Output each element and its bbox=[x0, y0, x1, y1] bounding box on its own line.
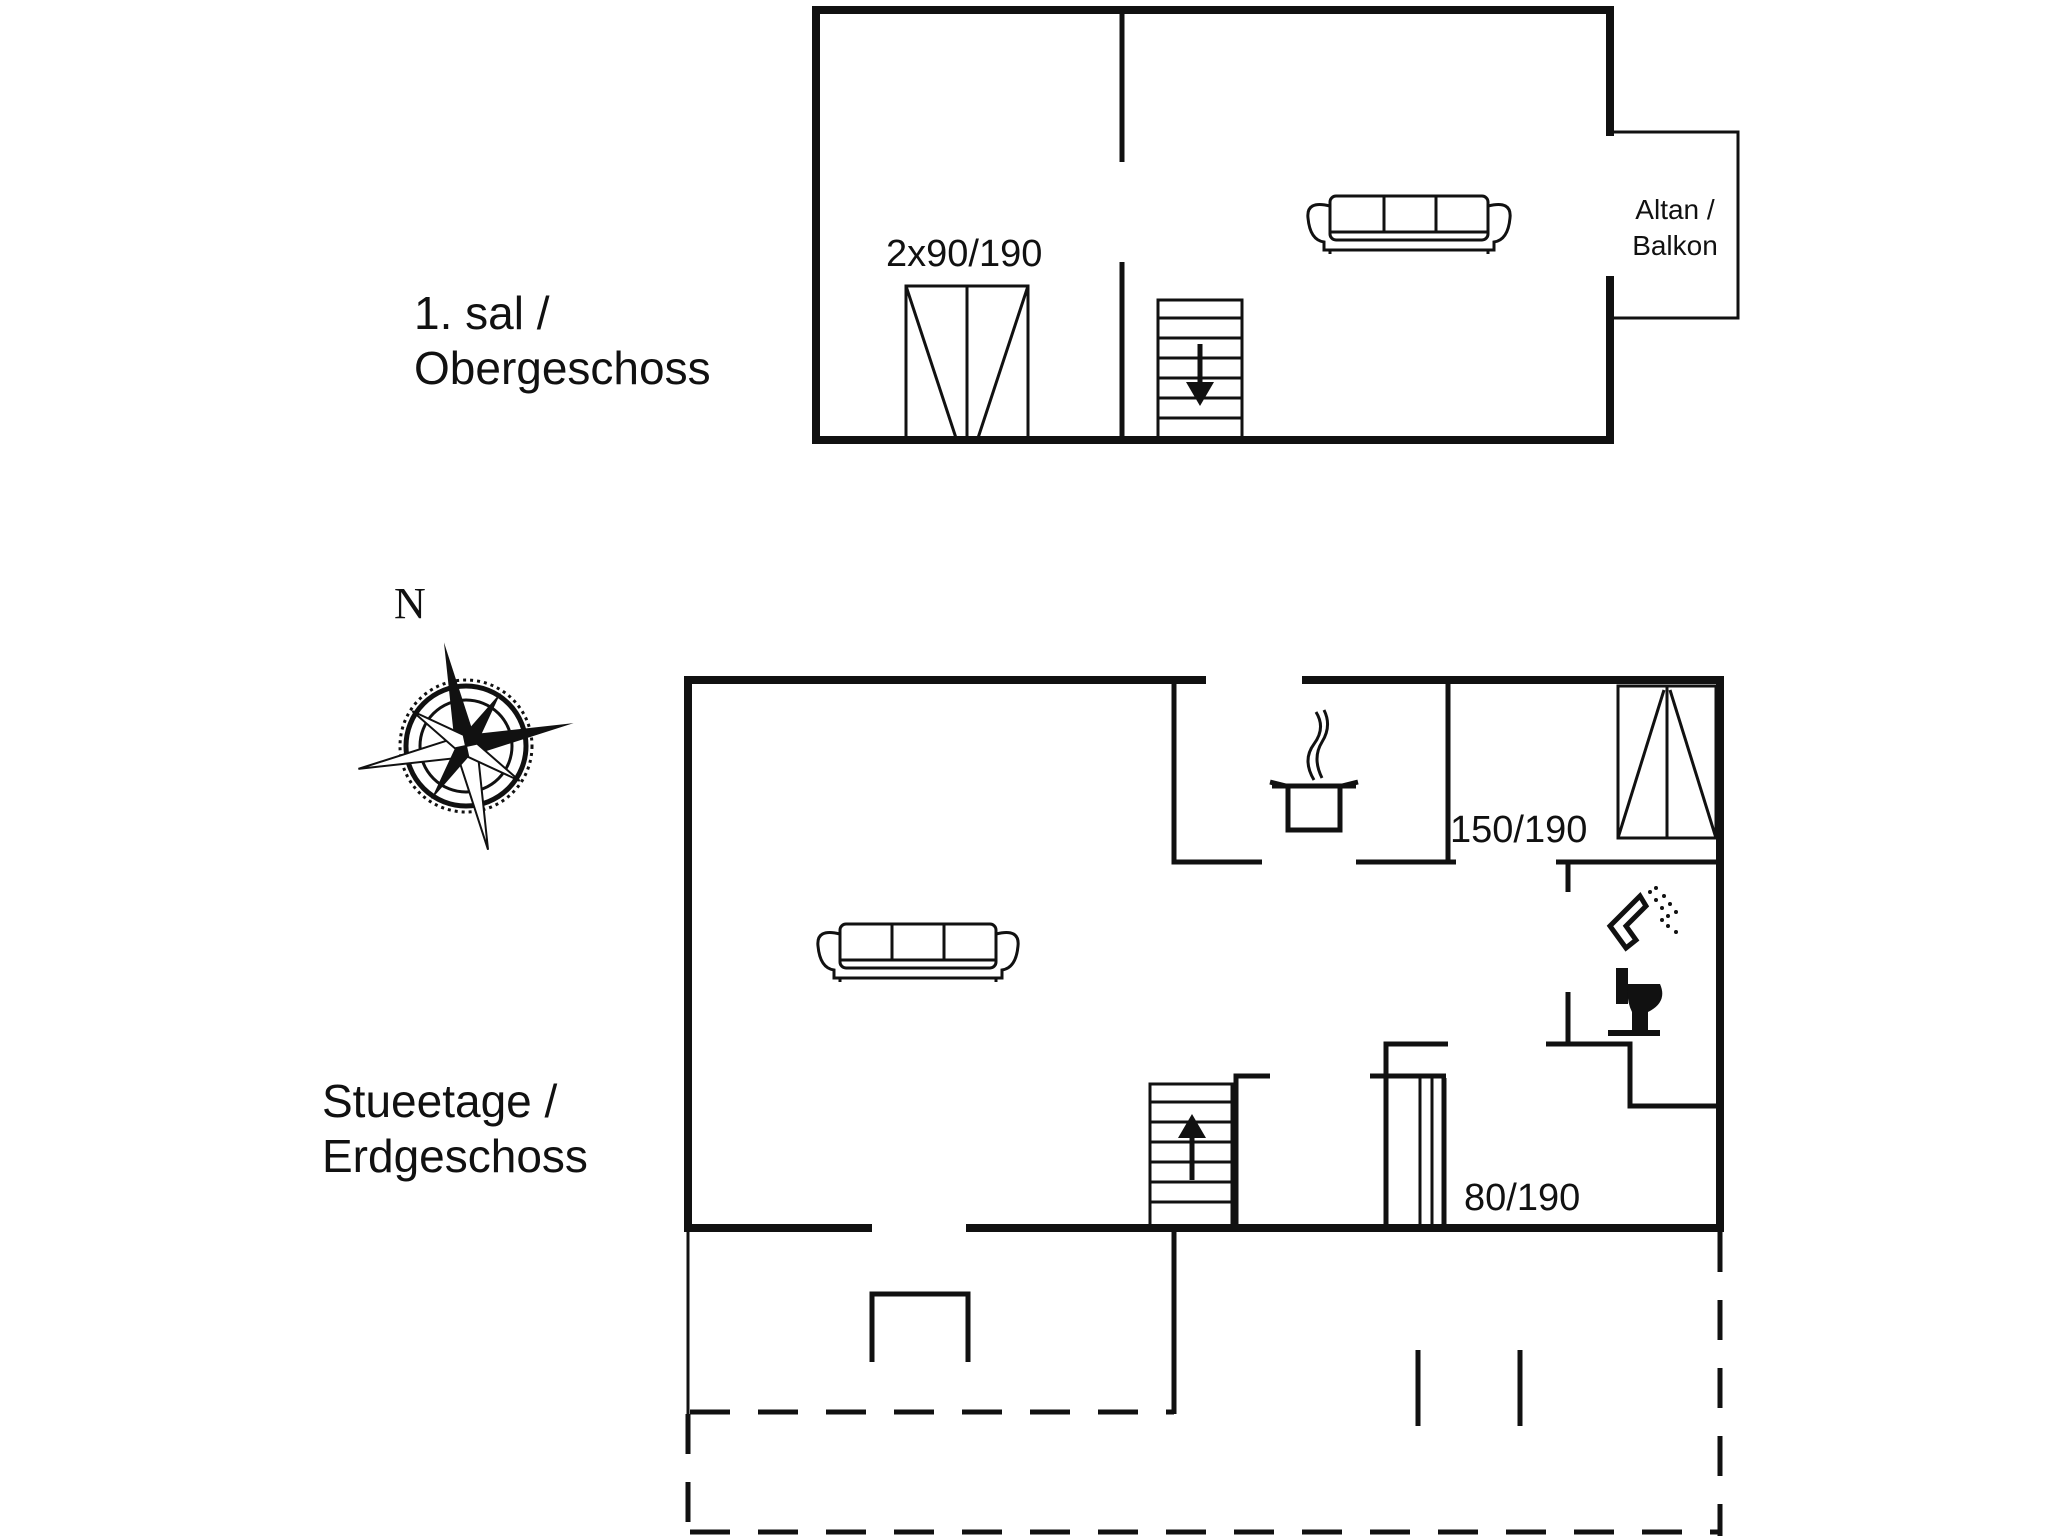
terrace-outline bbox=[685, 1232, 1723, 1536]
kitchen-wall bbox=[1171, 682, 1262, 865]
upper-floor-plan bbox=[812, 6, 1740, 444]
ground-floor-outer-wall bbox=[684, 676, 1206, 1232]
balcony-label-line2: Balkon bbox=[1632, 230, 1718, 262]
bedroom-wall bbox=[1383, 1041, 1448, 1226]
cooking-pot-icon bbox=[1269, 709, 1359, 833]
upper-floor-outer-wall bbox=[812, 6, 1614, 444]
ground-floor-title-line1: Stueetage / bbox=[322, 1075, 558, 1127]
stairs-up-icon bbox=[1148, 1082, 1234, 1228]
ground-floor-plan bbox=[684, 676, 1724, 1536]
sofa-icon bbox=[816, 922, 1020, 982]
sofa-icon bbox=[1306, 194, 1512, 254]
upper-floor-title-line2: Obergeschoss bbox=[414, 342, 711, 395]
ground-large-bed-size-label: 150/190 bbox=[1450, 809, 1588, 851]
ground-floor-title: Stueetage / Erdgeschoss bbox=[322, 1074, 588, 1184]
compass-north-label: N bbox=[394, 579, 426, 628]
balcony-label-line1: Altan / bbox=[1635, 194, 1715, 225]
single-bed-icon bbox=[1418, 1078, 1447, 1226]
upper-floor-title: 1. sal / Obergeschoss bbox=[414, 286, 711, 396]
ground-floor-title-line2: Erdgeschoss bbox=[322, 1130, 588, 1183]
ground-small-bed-size-label: 80/190 bbox=[1464, 1177, 1581, 1219]
toilet-icon bbox=[1608, 968, 1663, 1036]
upper-bed-size-label: 2x90/190 bbox=[886, 233, 1043, 275]
shower-icon bbox=[1606, 886, 1678, 952]
upper-floor-title-line1: 1. sal / bbox=[414, 287, 550, 339]
balcony-outline bbox=[1612, 130, 1740, 320]
stair-wall bbox=[1233, 1073, 1270, 1226]
compass-rose-icon bbox=[358, 642, 574, 850]
bathroom-wall bbox=[1546, 1041, 1718, 1109]
balcony-label: Altan / Balkon bbox=[1612, 192, 1738, 265]
stairs-down-icon bbox=[1156, 298, 1244, 440]
bed-icon bbox=[904, 284, 1030, 440]
ground-floor-outer-wall bbox=[966, 676, 1724, 1232]
bed-icon bbox=[1616, 684, 1718, 840]
